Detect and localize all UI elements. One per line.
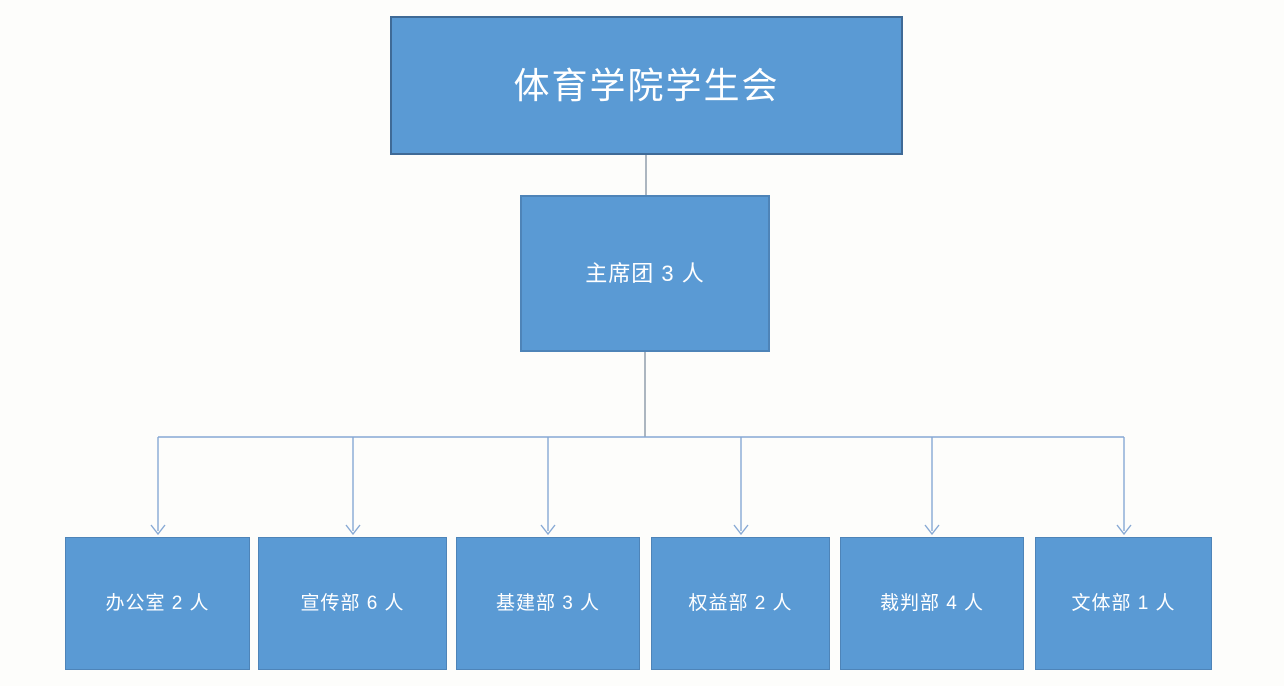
presidium-node-label: 主席团 3 人 [585, 260, 705, 286]
department-node-label: 办公室 2 人 [105, 592, 210, 614]
presidium-node: 主席团 3 人 [520, 195, 770, 352]
department-node-referee: 裁判部 4 人 [840, 537, 1024, 670]
department-node-culture-sports: 文体部 1 人 [1035, 537, 1212, 670]
department-node-label: 基建部 3 人 [495, 592, 601, 614]
root-node-student-union: 体育学院学生会 [390, 16, 903, 155]
department-node-label: 文体部 1 人 [1071, 592, 1176, 614]
department-node-rights: 权益部 2 人 [651, 537, 830, 670]
department-node-label: 权益部 2 人 [688, 592, 793, 614]
root-node-label: 体育学院学生会 [513, 65, 780, 106]
department-node-infrastructure: 基建部 3 人 [456, 537, 640, 670]
department-node-office: 办公室 2 人 [65, 537, 250, 670]
department-node-publicity: 宣传部 6 人 [258, 537, 447, 670]
department-node-label: 宣传部 6 人 [300, 592, 405, 614]
department-node-label: 裁判部 4 人 [879, 592, 985, 614]
